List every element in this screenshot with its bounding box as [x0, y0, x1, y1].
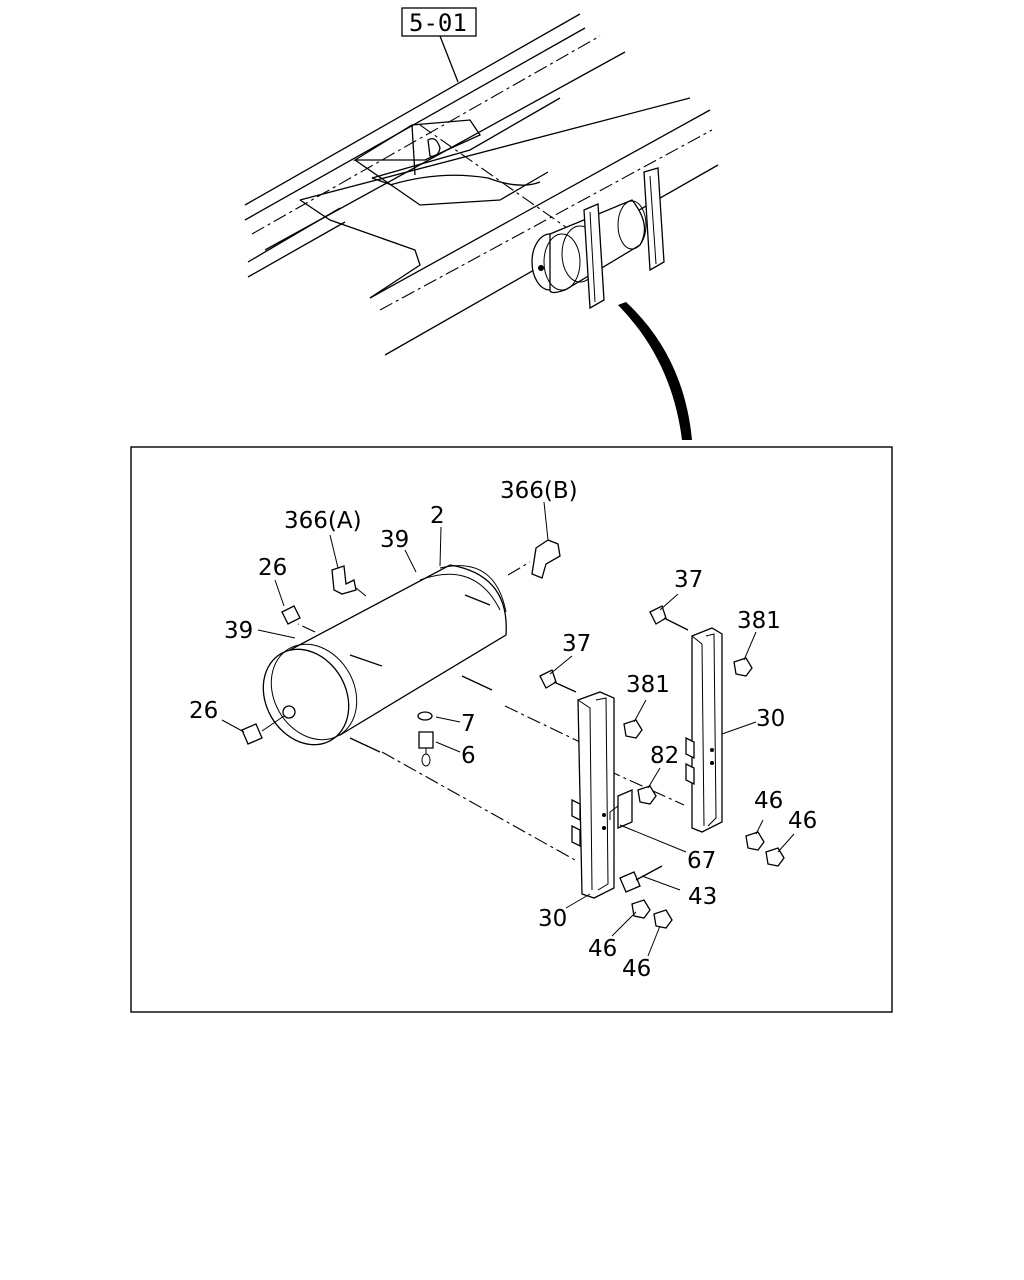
callout-6: 6	[461, 743, 476, 769]
callout-82: 82	[650, 743, 679, 769]
chassis-frame-overview: 5-01	[244, 7, 719, 440]
nut-46-d[interactable]	[653, 909, 673, 929]
nut-46-b[interactable]	[765, 847, 785, 867]
callout-381-right: 381	[737, 608, 781, 634]
callout-26-left: 26	[189, 698, 218, 724]
bracket-left[interactable]	[571, 691, 615, 899]
callout-366a: 366(A)	[284, 508, 362, 534]
fittings	[241, 539, 561, 767]
plug-top[interactable]	[281, 605, 301, 625]
detail-arrow	[618, 302, 692, 440]
nut-82[interactable]	[637, 785, 657, 805]
elbow-fitting-a[interactable]	[331, 565, 357, 595]
callout-366b: 366(B)	[500, 478, 578, 504]
drain-valve[interactable]	[418, 731, 434, 749]
callout-39-left: 39	[224, 618, 253, 644]
callout-46-c: 46	[588, 936, 617, 962]
callout-46-d: 46	[622, 956, 651, 982]
callout-381-left: 381	[626, 672, 670, 698]
assembly-lines	[297, 561, 685, 861]
nut-381-right[interactable]	[733, 657, 753, 677]
callout-30-right: 30	[756, 706, 785, 732]
callout-30-left: 30	[538, 906, 567, 932]
leader-lines	[221, 501, 795, 957]
callout-26-top: 26	[258, 555, 287, 581]
callout-67: 67	[687, 848, 716, 874]
detail-frame	[130, 446, 893, 1013]
bolt-43[interactable]	[619, 871, 641, 893]
elbow-fitting-b[interactable]	[531, 539, 561, 579]
callout-46-b: 46	[788, 808, 817, 834]
bracket-right[interactable]	[685, 627, 723, 833]
small-bracket-67[interactable]	[617, 789, 633, 829]
plug-left[interactable]	[241, 723, 263, 745]
washer[interactable]	[417, 711, 433, 721]
callout-labels: 366(A) 366(B) 2 39 39 26 26 7 6 37 37 38…	[189, 478, 817, 982]
callout-2: 2	[430, 503, 445, 529]
nut-381-left[interactable]	[623, 719, 643, 739]
callout-46-a: 46	[754, 788, 783, 814]
callout-43: 43	[688, 884, 717, 910]
nut-46-c[interactable]	[631, 899, 651, 919]
reference-box[interactable]	[401, 7, 477, 37]
bolt-left[interactable]	[539, 669, 557, 689]
bolt-right[interactable]	[649, 605, 667, 625]
callout-39-top: 39	[380, 527, 409, 553]
callout-7: 7	[461, 711, 476, 737]
reference-box-label: 5-01	[409, 9, 467, 37]
air-tank[interactable]	[246, 564, 507, 760]
callout-37-right: 37	[674, 567, 703, 593]
nut-46-a[interactable]	[745, 831, 765, 851]
callout-37-left: 37	[562, 631, 591, 657]
